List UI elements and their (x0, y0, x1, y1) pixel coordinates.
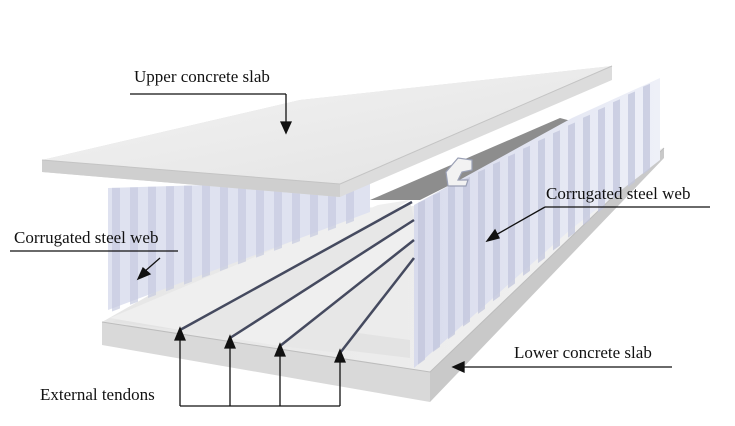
web-corrugation-strip (418, 199, 425, 365)
floor-lanes (110, 200, 414, 353)
web-corrugation-strip (256, 183, 264, 258)
steel-bracket (445, 157, 473, 187)
tendon-1 (179, 200, 413, 332)
web-corrugation-strip (202, 185, 210, 278)
web-corrugation-strip (112, 187, 120, 312)
tendon-2 (229, 218, 415, 340)
label-upper-concrete-slab: Upper concrete slab (134, 67, 270, 86)
web-corrugation-strip (538, 137, 545, 264)
web-corrugation-strip (274, 182, 282, 251)
web-corrugation-strip (463, 176, 470, 327)
web-corrugation-strip (220, 184, 228, 272)
web-corrugation-strip (238, 184, 246, 265)
web-corrugation-strip (643, 83, 650, 175)
upper-concrete-slab (41, 65, 613, 197)
left-corrugated-steel-web (108, 180, 370, 312)
web-corrugation-strip (493, 161, 500, 302)
web-corrugation-strip (166, 186, 174, 292)
web-corrugation-strip (292, 182, 300, 245)
web-corrugation-strip (568, 122, 575, 238)
web-corrugation-strip (148, 186, 156, 299)
box-interior-shadow (370, 118, 575, 200)
label-lower-concrete-slab: Lower concrete slab (514, 343, 652, 362)
right-corrugated-steel-web (414, 78, 660, 368)
tendon-4 (339, 257, 415, 354)
web-corrugation-strip (184, 185, 192, 285)
web-corrugation-strip (508, 153, 515, 289)
web-corrugation-strip (628, 91, 635, 188)
web-corrugation-strip (553, 130, 560, 251)
label-corrugated-steel-web-right: Corrugated steel web (546, 184, 691, 203)
web-corrugation-strip (523, 145, 530, 276)
web-corrugation-strip (583, 114, 590, 226)
external-tendons (179, 200, 415, 354)
web-corrugation-strip (478, 168, 485, 314)
web-corrugation-strip (613, 99, 620, 200)
web-corrugation-strip (310, 181, 318, 238)
tendon-3 (279, 239, 415, 347)
web-corrugation-strip (448, 184, 455, 340)
web-corrugation-strip (130, 187, 138, 305)
label-external-tendons: External tendons (40, 385, 155, 404)
web-corrugation-strip (598, 107, 605, 213)
leader-lines (10, 93, 710, 407)
label-corrugated-steel-web-left: Corrugated steel web (14, 228, 159, 247)
web-corrugation-strip (433, 192, 440, 352)
